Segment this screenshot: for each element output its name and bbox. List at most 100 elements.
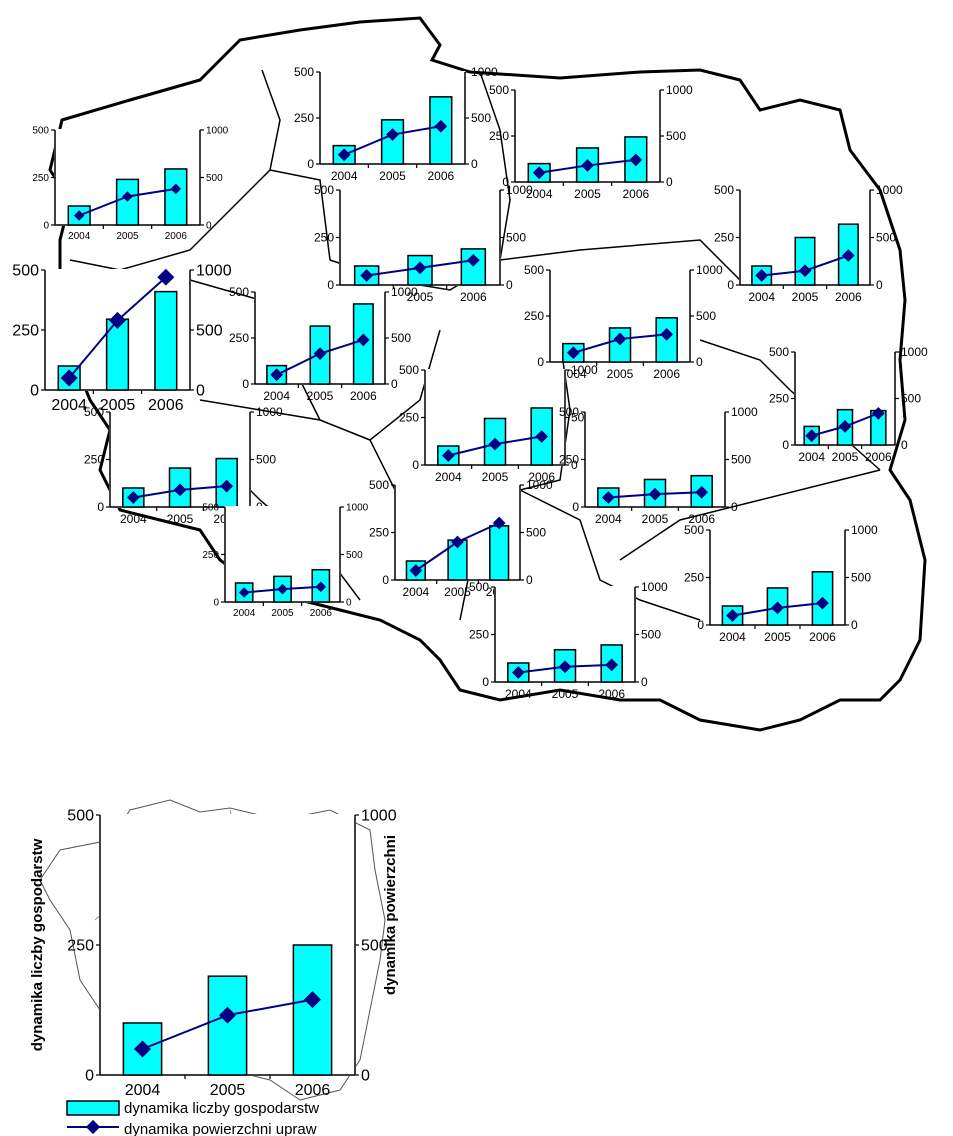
y-tick-label: 0 (213, 598, 219, 609)
y-tick-label: 0 (43, 221, 49, 232)
legend: dynamika liczby gospodarstw dynamika pow… (66, 1100, 319, 1136)
x-tick-label: 2005 (379, 169, 406, 183)
y2-tick-label: 1000 (851, 523, 878, 537)
y-tick-label: 500 (202, 503, 219, 514)
y2-tick-label: 0 (206, 221, 212, 232)
x-tick-label: 2006 (622, 187, 649, 201)
x-tick-label: 2006 (350, 389, 377, 403)
x-tick-label: 2006 (295, 1082, 331, 1099)
y2-tick-label: 1000 (506, 183, 533, 197)
line-marker-2005 (219, 1006, 236, 1024)
x-tick-label: 2006 (653, 367, 680, 381)
y-tick-label: 500 (67, 808, 94, 825)
line-marker-2005 (173, 483, 187, 497)
legend-bar-swatch (66, 1100, 120, 1116)
y2-tick-label: 0 (666, 175, 673, 189)
line-marker-2006 (304, 991, 321, 1009)
x-tick-label: 2005 (792, 290, 819, 304)
bar-2006 (154, 290, 178, 391)
y2-tick-label: 500 (506, 231, 526, 245)
bar-2006 (292, 944, 333, 1076)
y2-tick-label: 500 (731, 453, 751, 467)
y2-tick-label: 0 (471, 157, 478, 171)
bar-2005 (115, 178, 140, 226)
x-tick-label: 2004 (233, 608, 256, 619)
line-marker-2005 (313, 347, 327, 361)
y2-tick-label: 500 (196, 323, 223, 340)
x-tick-label: 2004 (505, 687, 532, 701)
y2-tick-label: 0 (851, 618, 858, 632)
y-axis-title: dynamika liczby gospodarstw (29, 838, 46, 1051)
x-tick-label: 2005 (607, 367, 634, 381)
y-tick-label: 500 (769, 345, 789, 359)
y-tick-label: 250 (489, 129, 509, 143)
y-tick-label: 250 (399, 411, 419, 425)
y-tick-label: 500 (32, 126, 49, 137)
y2-tick-label: 0 (641, 675, 648, 689)
x-tick-label: 2005 (271, 608, 294, 619)
x-tick-label: 2005 (307, 389, 334, 403)
bar-2006 (164, 168, 188, 226)
y-tick-label: 250 (84, 453, 104, 467)
x-tick-label: 2004 (595, 512, 622, 526)
y2-tick-label: 0 (731, 500, 738, 514)
y2-tick-label: 1000 (696, 263, 723, 277)
line-marker-2004 (441, 449, 455, 462)
y-tick-label: 0 (572, 500, 579, 514)
y2-tick-label: 1000 (206, 126, 229, 137)
x-tick-label: 2004 (263, 389, 290, 403)
y-tick-label: 500 (684, 523, 704, 537)
bar-2006 (489, 525, 510, 581)
x-tick-label: 2004 (120, 512, 147, 526)
x-tick-label: 2006 (427, 169, 454, 183)
y2-tick-label: 0 (901, 438, 908, 452)
y-tick-label: 0 (412, 458, 419, 472)
y-tick-label: 250 (229, 331, 249, 345)
y2-tick-label: 500 (346, 550, 363, 561)
y2-tick-label: 1000 (901, 345, 928, 359)
x-tick-label: 2004 (798, 450, 825, 464)
y2-tick-label: 500 (256, 453, 276, 467)
x-tick-label: 2004 (331, 169, 358, 183)
x-tick-label: 2004 (719, 630, 746, 644)
y-tick-label: 0 (242, 377, 249, 391)
y-tick-label: 250 (32, 173, 49, 184)
x-tick-label: 2005 (407, 290, 434, 304)
bar-2005 (207, 975, 248, 1076)
y2-tick-label: 500 (206, 173, 223, 184)
x-tick-label: 2006 (310, 608, 333, 619)
line-marker-2006 (356, 333, 370, 347)
y-tick-label: 0 (727, 278, 734, 292)
y-tick-label: 500 (524, 263, 544, 277)
x-tick-label: 2005 (444, 585, 471, 599)
y2-tick-label: 500 (876, 231, 896, 245)
line-marker-2006 (434, 119, 448, 133)
line-marker-2006 (315, 581, 327, 593)
x-tick-label: 2006 (865, 450, 892, 464)
x-tick-label: 2005 (832, 450, 859, 464)
y-tick-label: 500 (294, 65, 314, 79)
y2-tick-label: 0 (361, 1068, 370, 1085)
y2-tick-label: 1000 (196, 263, 232, 280)
y2-tick-label: 0 (391, 377, 398, 391)
x-tick-label: 2004 (526, 187, 553, 201)
y-tick-label: 500 (314, 183, 334, 197)
y2-tick-label: 1000 (346, 503, 369, 514)
y-tick-label: 0 (782, 438, 789, 452)
y2-tick-label: 0 (196, 383, 205, 400)
y-tick-label: 500 (229, 285, 249, 299)
line-marker-2004 (337, 148, 351, 162)
line-marker-2006 (157, 268, 175, 286)
y-tick-label: 500 (714, 183, 734, 197)
x-tick-label: 2006 (598, 687, 625, 701)
x-tick-label: 2006 (688, 512, 715, 526)
y2-tick-label: 500 (901, 392, 921, 406)
y-tick-label: 250 (67, 938, 94, 955)
x-tick-label: 2004 (68, 231, 91, 242)
